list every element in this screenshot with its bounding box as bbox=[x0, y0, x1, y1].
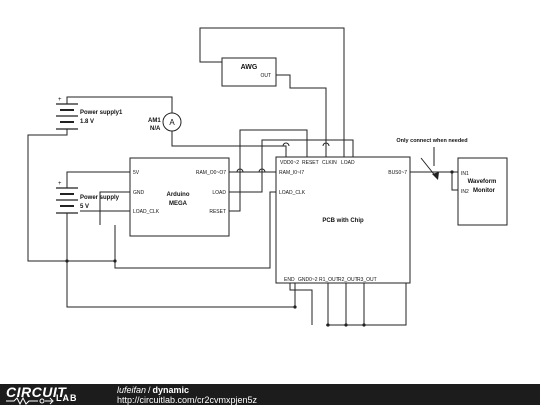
footer-meta: lufeifan/dynamic http://circuitlab.com/c… bbox=[117, 385, 257, 405]
junction-dot bbox=[113, 259, 117, 263]
wire-awg-to-clkin bbox=[276, 74, 327, 157]
pcb-pin-r2-out: R2_OUT bbox=[338, 277, 358, 283]
wire-arduino-gnd bbox=[99, 191, 130, 225]
wire-5v-to-arduino bbox=[66, 171, 130, 188]
pcb-pin-end: END bbox=[284, 277, 295, 283]
ps-name: Power supply bbox=[80, 195, 120, 201]
junction-dot bbox=[450, 170, 454, 174]
svg-text:+: + bbox=[58, 97, 62, 103]
pcb-pin-r3-out: R3_OUT bbox=[357, 277, 377, 283]
ps1-value: 1.8 V bbox=[80, 119, 94, 125]
pcb-pin-r1-out: R1_OUT bbox=[319, 277, 339, 283]
arduino-component[interactable]: 5V GND LOAD_CLK RAM_O0~O7 LOAD RESET Ard… bbox=[129, 157, 230, 237]
wire-load-clk-loop bbox=[114, 191, 276, 269]
monitor-pin-in1: IN1 bbox=[461, 171, 469, 177]
circuitlab-logo[interactable]: CIRCUIT LAB bbox=[6, 384, 106, 405]
monitor-title-1: Waveform bbox=[468, 179, 497, 185]
monitor-title-2: Monitor bbox=[473, 188, 496, 194]
pcb-pin-reset: RESET bbox=[302, 160, 319, 166]
monitor-box[interactable] bbox=[457, 157, 508, 226]
pcb-pin-gnd: GND0~2 bbox=[298, 277, 318, 283]
optional-switch[interactable]: Only connect when needed bbox=[396, 138, 468, 180]
awg-box[interactable] bbox=[221, 57, 277, 87]
wire-awg-top-loop bbox=[199, 27, 345, 157]
wire-ammeter-to-vdd bbox=[171, 131, 287, 157]
arduino-title-2: MEGA bbox=[169, 201, 188, 207]
junction-dot bbox=[362, 323, 366, 327]
wire-crossings bbox=[236, 142, 330, 173]
wire-monitor-in2 bbox=[451, 172, 458, 191]
footer-project[interactable]: dynamic bbox=[152, 385, 190, 395]
junctions bbox=[65, 170, 454, 327]
monitor-pin-in2: IN2 bbox=[461, 189, 469, 195]
crossing-1 bbox=[282, 142, 290, 147]
ammeter-component[interactable]: A AM1 N/A bbox=[148, 112, 182, 132]
junction-dot bbox=[65, 259, 69, 263]
waveform-monitor-component[interactable]: IN1 IN2 Waveform Monitor bbox=[457, 157, 508, 226]
logo-wave-icon bbox=[6, 397, 54, 405]
wire-r-outputs bbox=[326, 283, 407, 326]
junction-dot bbox=[326, 323, 330, 327]
ps1-name: Power supply1 bbox=[80, 110, 123, 116]
svg-text:+: + bbox=[58, 181, 62, 187]
crossing-2 bbox=[322, 142, 330, 147]
arduino-title-1: Arduino bbox=[167, 192, 190, 198]
pcb-component[interactable]: VDD0~2 RESET CLKIN LOAD RAM_I0~I7 LOAD_C… bbox=[275, 156, 411, 284]
ammeter-symbol: A bbox=[169, 118, 175, 127]
arduino-pin-5v: 5V bbox=[133, 170, 140, 176]
power-supply-5v-component[interactable]: + Power supply 5 V bbox=[56, 181, 120, 214]
power-supply1-component[interactable]: + Power supply1 1.8 V bbox=[56, 97, 123, 130]
pcb-pin-vdd: VDD0~2 bbox=[280, 160, 299, 166]
pcb-pin-ram-i: RAM_I0~I7 bbox=[279, 170, 304, 176]
arduino-pin-reset: RESET bbox=[209, 209, 226, 215]
junction-dot bbox=[344, 323, 348, 327]
ammeter-name: AM1 bbox=[148, 118, 161, 124]
pcb-title: PCB with Chip bbox=[322, 218, 364, 224]
wire-ps1-to-left-bus bbox=[27, 129, 115, 262]
arduino-pin-load-clk: LOAD_CLK bbox=[133, 209, 160, 215]
awg-pin-out: OUT bbox=[260, 73, 271, 79]
footer-bar: CIRCUIT LAB lufeifan/dynamic http://circ… bbox=[0, 384, 540, 405]
footer-url[interactable]: http://circuitlab.com/cr2cvmxpjen5z bbox=[117, 395, 258, 405]
pcb-pin-bus: BUS0~7 bbox=[388, 170, 407, 176]
pcb-pin-clkin: CLKIN bbox=[322, 160, 337, 166]
arduino-pin-load: LOAD bbox=[212, 190, 226, 196]
pcb-pin-load-clk: LOAD_CLK bbox=[279, 190, 306, 196]
awg-title: AWG bbox=[241, 64, 258, 71]
footer-separator: / bbox=[148, 385, 151, 395]
logo-text: CIRCUIT bbox=[6, 384, 67, 400]
ps-value: 5 V bbox=[80, 204, 89, 210]
pcb-box[interactable] bbox=[275, 156, 411, 284]
annotation-text: Only connect when needed bbox=[396, 138, 467, 144]
logo-sub-text: LAB bbox=[56, 393, 78, 403]
wire-ps1-to-ammeter bbox=[66, 96, 173, 113]
ammeter-value: N/A bbox=[150, 126, 161, 132]
arduino-box[interactable] bbox=[129, 157, 230, 237]
wire-end-ground bbox=[289, 283, 313, 325]
schematic-canvas: AWG OUT + Power supply1 1.8 V A AM1 N/A … bbox=[27, 27, 508, 327]
footer-user[interactable]: lufeifan bbox=[117, 385, 147, 395]
ammeter-icon bbox=[162, 112, 182, 132]
crossing-3 bbox=[258, 168, 266, 173]
wire-arduino-load bbox=[229, 139, 354, 193]
junction-dot bbox=[293, 305, 297, 309]
arduino-pin-gnd: GND bbox=[133, 190, 145, 196]
wire-arduino-reset bbox=[229, 129, 308, 212]
arduino-pin-ram-o: RAM_O0~O7 bbox=[196, 170, 226, 176]
battery-icon: + bbox=[56, 181, 78, 214]
battery-icon: + bbox=[56, 97, 78, 130]
crossing-4 bbox=[236, 168, 244, 173]
awg-component[interactable]: AWG OUT bbox=[221, 57, 277, 87]
arrow-icon bbox=[432, 172, 439, 180]
pcb-pin-load: LOAD bbox=[341, 160, 355, 166]
